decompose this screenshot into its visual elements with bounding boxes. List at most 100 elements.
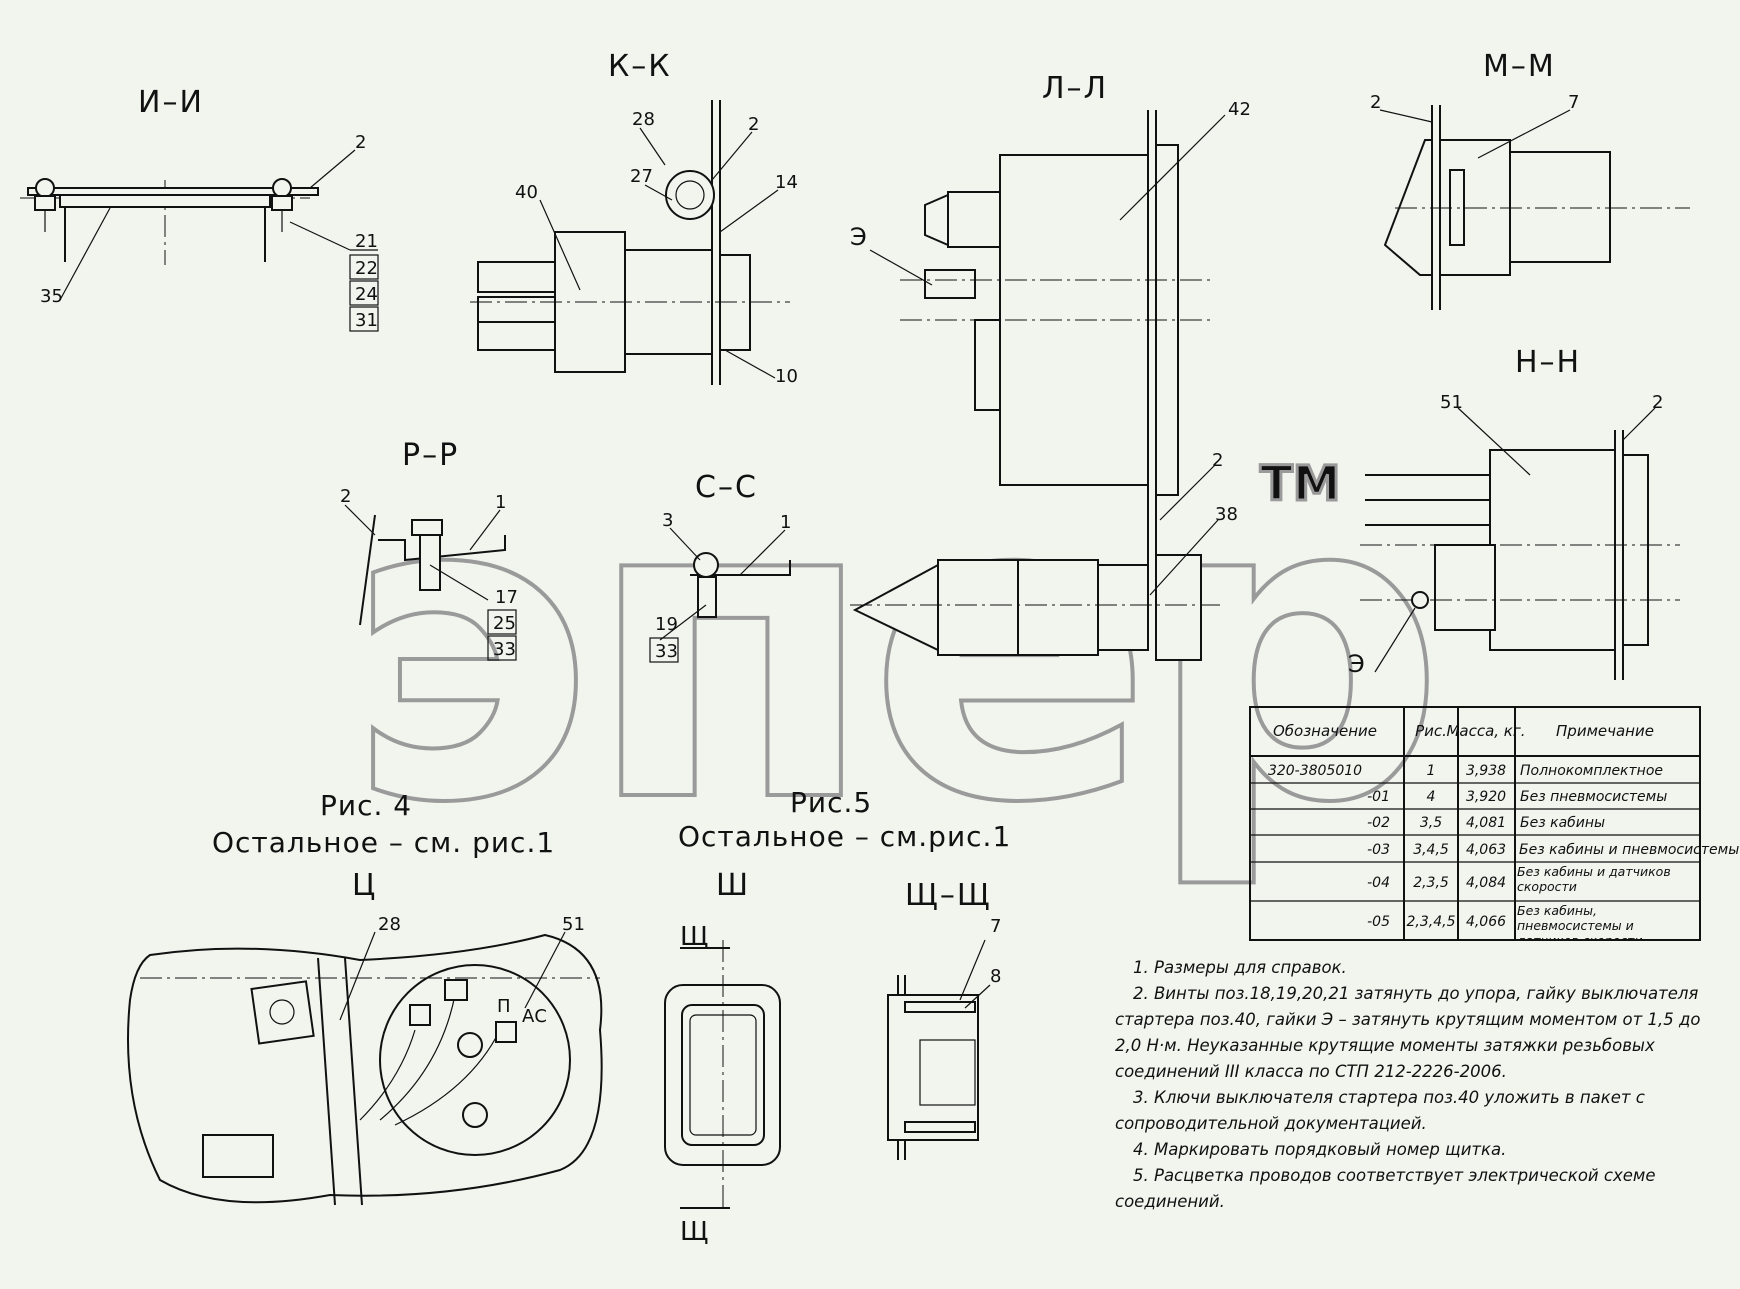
note-3: 3. Ключи выключателя стартера поз.40 уло… bbox=[1115, 1088, 1645, 1133]
callout-21: 21 bbox=[355, 231, 378, 252]
section-label-ts: Ц bbox=[352, 868, 377, 903]
section-label-sh: Ш bbox=[716, 868, 750, 903]
table-cell: 1 bbox=[1427, 763, 1436, 779]
captions: Рис. 4 Остальное – см. рис.1 Рис.5 Остал… bbox=[212, 786, 1011, 859]
note-2: 2. Винты поз.18,19,20,21 затянуть до упо… bbox=[1115, 984, 1701, 1081]
callout-e: Э bbox=[1348, 650, 1365, 678]
table-cell: -04 bbox=[1367, 875, 1390, 891]
callout-35: 35 bbox=[40, 286, 63, 307]
fig5-title: Рис.5 bbox=[790, 786, 872, 819]
section-s-s: С–С 3 1 19 33 bbox=[649, 470, 791, 663]
section-label-n: Н–Н bbox=[1515, 345, 1581, 380]
table-cell: 3,920 bbox=[1466, 789, 1506, 805]
callout-7: 7 bbox=[1568, 92, 1579, 113]
callout-2: 2 bbox=[1370, 92, 1381, 113]
cut-mark-top: Щ bbox=[680, 922, 708, 952]
section-label-l: Л–Л bbox=[1042, 71, 1108, 106]
table-row: -02 3,5 4,081 Без кабины bbox=[1367, 815, 1605, 831]
callout-8: 8 bbox=[990, 966, 1001, 987]
table-cell: -02 bbox=[1367, 815, 1390, 831]
table-cell: 320-3805010 bbox=[1268, 763, 1362, 779]
table-header-note: Примечание bbox=[1556, 722, 1654, 740]
callout-17: 17 bbox=[495, 587, 518, 608]
section-m-m: М–М 2 7 bbox=[1370, 49, 1690, 310]
table-row: -04 2,3,5 4,084 Без кабины и датчиков ск… bbox=[1367, 864, 1671, 894]
callout-1: 1 bbox=[495, 492, 506, 513]
table-cell: 4,063 bbox=[1466, 842, 1506, 858]
callout-2: 2 bbox=[1212, 450, 1223, 471]
watermark: эпер TM bbox=[343, 404, 1448, 897]
table-cell: Без кабины и датчиков скорости bbox=[1517, 864, 1671, 894]
table-cell: 4,084 bbox=[1466, 875, 1506, 891]
label-ac: АС bbox=[522, 1006, 547, 1027]
section-shch-shch: Щ–Щ 7 8 bbox=[887, 878, 1001, 1160]
fig4-title: Рис. 4 bbox=[320, 789, 412, 822]
callout-19: 19 bbox=[655, 614, 678, 635]
table-cell: 3,938 bbox=[1466, 763, 1506, 779]
table-cell: 4,081 bbox=[1466, 815, 1506, 831]
section-k-k: К–К 28 2 27 14 40 10 bbox=[470, 49, 798, 387]
table-row: -05 2,3,4,5 4,066 Без кабины, пневмосист… bbox=[1367, 903, 1642, 939]
callout-28: 28 bbox=[632, 109, 655, 130]
table-cell: 3,4,5 bbox=[1413, 842, 1449, 858]
table-cell: 4 bbox=[1427, 789, 1436, 805]
callout-40: 40 bbox=[515, 182, 538, 203]
table-cell: -05 bbox=[1367, 914, 1390, 930]
table-header-designation: Обозначение bbox=[1273, 722, 1377, 740]
table-header-fig: Рис. bbox=[1415, 722, 1447, 740]
callout-2: 2 bbox=[340, 486, 351, 507]
table-cell: 2,3,4,5 bbox=[1407, 914, 1456, 930]
callout-33: 33 bbox=[655, 641, 678, 662]
callout-24: 24 bbox=[355, 284, 378, 305]
callout-51: 51 bbox=[1440, 392, 1463, 413]
table-cell: Без кабины bbox=[1520, 815, 1605, 831]
note-5: 5. Расцветка проводов соответствует элек… bbox=[1115, 1166, 1656, 1211]
callout-3: 3 bbox=[662, 510, 673, 531]
section-label-s: С–С bbox=[695, 470, 758, 505]
section-label-m: М–М bbox=[1483, 49, 1556, 84]
callout-14: 14 bbox=[775, 172, 798, 193]
watermark-logo: эпер bbox=[345, 406, 1438, 895]
section-n-n: Н–Н 51 2 Э bbox=[1348, 345, 1680, 680]
callout-10: 10 bbox=[775, 366, 798, 387]
note-4: 4. Маркировать порядковый номер щитка. bbox=[1133, 1140, 1507, 1159]
table-cell: 2,3,5 bbox=[1413, 875, 1449, 891]
section-r-r: Р–Р 2 1 17 25 33 bbox=[340, 438, 518, 661]
table-header-mass: Масса, кг. bbox=[1446, 722, 1525, 740]
fig4-note: Остальное – см. рис.1 bbox=[212, 826, 555, 859]
view-ts: Ц 28 51 П АС bbox=[127, 868, 603, 1206]
fig5-note: Остальное – см.рис.1 bbox=[678, 820, 1011, 853]
label-p: П bbox=[497, 996, 511, 1017]
callout-2: 2 bbox=[748, 114, 759, 135]
cut-mark-bottom: Щ bbox=[680, 1217, 708, 1247]
spec-table: Обозначение Рис. Масса, кг. Примечание 3… bbox=[1249, 706, 1739, 941]
callout-51: 51 bbox=[562, 914, 585, 935]
note-1: 1. Размеры для справок. bbox=[1133, 958, 1347, 977]
callout-e: Э bbox=[850, 223, 867, 251]
callout-27: 27 bbox=[630, 166, 653, 187]
table-row: 320-3805010 1 3,938 Полнокомплектное bbox=[1268, 763, 1663, 779]
section-l-l: Л–Л 42 Э 2 38 bbox=[850, 71, 1251, 661]
section-label-i: И–И bbox=[138, 85, 204, 120]
table-cell: Полнокомплектное bbox=[1520, 763, 1663, 779]
table-cell: Без кабины и пневмосистемы bbox=[1519, 842, 1739, 858]
table-row: -01 4 3,920 Без пневмосистемы bbox=[1367, 789, 1667, 805]
callout-2: 2 bbox=[1652, 392, 1663, 413]
table-cell: 4,066 bbox=[1466, 914, 1506, 930]
section-label-shch: Щ–Щ bbox=[905, 878, 992, 913]
table-row: -03 3,4,5 4,063 Без кабины и пневмосисте… bbox=[1367, 842, 1739, 858]
section-label-r: Р–Р bbox=[402, 438, 459, 473]
callout-42: 42 bbox=[1228, 99, 1251, 120]
technical-notes: 1. Размеры для справок. 2. Винты поз.18,… bbox=[1115, 955, 1715, 1215]
callout-2: 2 bbox=[355, 132, 366, 153]
table-cell: -01 bbox=[1367, 789, 1390, 805]
callout-25: 25 bbox=[493, 613, 516, 634]
callout-38: 38 bbox=[1215, 504, 1238, 525]
callout-28: 28 bbox=[378, 914, 401, 935]
table-cell: Без пневмосистемы bbox=[1520, 789, 1667, 805]
view-sh: Ш Щ Щ bbox=[664, 868, 781, 1247]
callout-1: 1 bbox=[780, 512, 791, 533]
callout-33: 33 bbox=[493, 639, 516, 660]
table-cell: -03 bbox=[1367, 842, 1390, 858]
